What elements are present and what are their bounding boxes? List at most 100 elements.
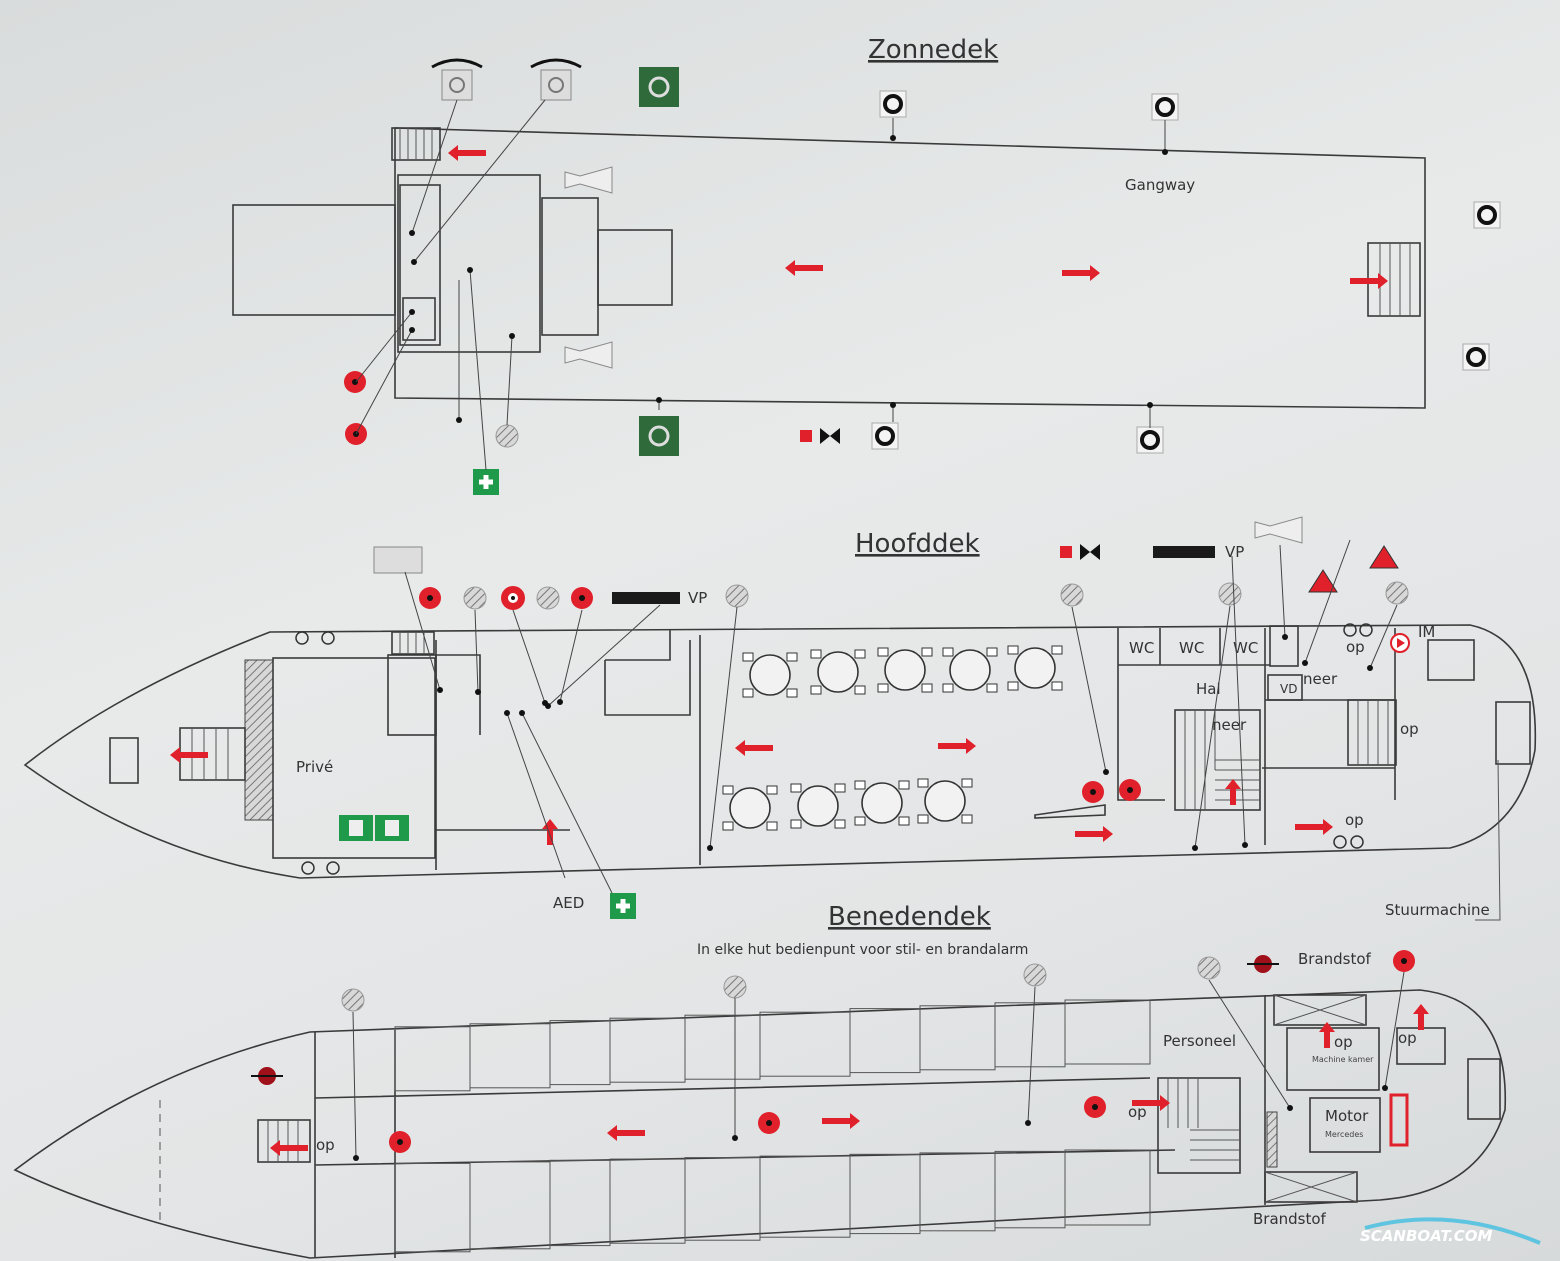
callout-leader [557, 609, 583, 705]
personeel-label: Personeel [1163, 1032, 1236, 1050]
op-mid-label: op [1128, 1103, 1147, 1121]
fuel-shutoff-icon [251, 1067, 283, 1085]
stuurmachine-leader [1475, 759, 1501, 921]
smoke-detector-icon [1023, 963, 1047, 987]
op-right-label: op [1398, 1029, 1417, 1047]
vd-label: VD [1280, 682, 1297, 696]
brandstof-top-label: Brandstof [1298, 950, 1372, 968]
cabin-port [684, 1157, 761, 1241]
stairs-bow-lower [257, 1119, 311, 1163]
cabin-port [1064, 1149, 1151, 1226]
dining-table [854, 780, 910, 826]
fire-alarm-icon [571, 587, 593, 609]
dining-table [917, 778, 973, 824]
wheelhouse [397, 174, 541, 353]
op-machine-label: op [1334, 1033, 1353, 1051]
brandstof-bottom-label: Brandstof [1253, 1210, 1327, 1228]
hoofddek-title: Hoofddek [855, 529, 980, 559]
callout-leader [467, 267, 487, 471]
cabin-port [394, 1162, 471, 1253]
bollard-icon [1359, 623, 1373, 637]
zonnedek-room [541, 197, 599, 336]
escape-arrow-right-icon [1132, 1095, 1170, 1111]
escape-arrow-left-icon [607, 1125, 645, 1141]
lifebuoy-icon [1136, 426, 1164, 454]
prive-corridor [387, 654, 437, 736]
callout-leader [519, 710, 613, 894]
bollard-icon [321, 631, 335, 645]
callout-leader [1147, 402, 1153, 428]
callout-leader [1279, 544, 1288, 640]
searchlight-icon [431, 58, 483, 101]
motor-block [1309, 1097, 1381, 1153]
bow-box [109, 737, 139, 784]
neer-label-1: neer [1212, 716, 1247, 734]
shutoff-valve-icon [1060, 544, 1100, 560]
shutoff-valve-icon [800, 428, 840, 444]
im-label: IM [1418, 623, 1435, 641]
callout-leader [512, 609, 548, 706]
callout-leader [890, 402, 896, 422]
fire-hose-icon [501, 586, 525, 610]
escape-arrow-vertical-icon [1225, 779, 1241, 805]
escape-arrow-vertical-icon [1413, 1004, 1429, 1030]
dining-table [742, 652, 798, 698]
wc-label-2: WC [1179, 639, 1204, 657]
callout-leader [1208, 979, 1293, 1111]
im-box [1427, 639, 1475, 681]
hoofddek-deck: Hoofddek Privé WC WC WC Hal [23, 529, 1537, 921]
benedendek-hull [13, 989, 1507, 1259]
smoke-detector-icon [723, 975, 747, 999]
escape-arrow-left-icon [735, 740, 773, 756]
smoke-detector-icon [536, 586, 560, 610]
callout-leader [890, 118, 896, 141]
first-aid-icon [610, 893, 636, 919]
safety-symbols [170, 58, 1501, 1161]
hoofddek-walls [435, 630, 701, 870]
stairs-prive [391, 631, 435, 655]
gangway-label: Gangway [1125, 176, 1195, 194]
benedendek-deck: Benedendek In elke hut bedienpunt voor s… [13, 902, 1507, 1259]
callout-leader [355, 309, 415, 383]
callout-leader [355, 327, 415, 435]
escape-arrow-left-icon [170, 747, 208, 763]
hatched-wall [244, 659, 274, 821]
smoke-detector-icon [341, 988, 365, 1012]
bollard-icon [1343, 623, 1357, 637]
callout-leader [1025, 986, 1036, 1126]
hatched-panel [1266, 1111, 1278, 1168]
warning-triangle-icon [1369, 545, 1399, 569]
smoke-detector-icon [1060, 583, 1084, 607]
cabin-starboard [1064, 999, 1151, 1065]
first-aid-icon [473, 469, 499, 495]
smoke-detector-icon [1385, 581, 1409, 605]
cabins [394, 999, 1151, 1253]
bollard-icon [1350, 835, 1364, 849]
smoke-detector-icon [463, 586, 487, 610]
cabin-starboard [469, 1023, 551, 1089]
vp-label-right: VP [1225, 543, 1244, 561]
callout-leader [1367, 604, 1398, 671]
horn-icon [564, 166, 613, 194]
emergency-exit-icon [375, 815, 409, 841]
scanboat-watermark-logo: SCANBOAT.COM [1360, 1217, 1541, 1245]
wc-label-3: WC [1233, 639, 1258, 657]
escape-arrow-vertical-icon [1319, 1022, 1335, 1048]
corridor-walls [314, 1030, 1176, 1258]
callout-leader [506, 333, 515, 426]
cabin-starboard [759, 1011, 851, 1077]
dining-table [877, 647, 933, 693]
fuel-shutoff-icon [1247, 955, 1279, 973]
escape-arrow-left-icon [448, 145, 486, 161]
machine-kamer-room [1286, 1027, 1380, 1091]
dining-table [1007, 645, 1063, 691]
cabin-port [469, 1161, 551, 1250]
vd-box [1267, 674, 1303, 701]
callout-leader [474, 609, 481, 695]
zonnedek-bow-block [232, 204, 396, 316]
zonnedek-outline [394, 127, 1426, 409]
callout-leader [1192, 605, 1231, 851]
escape-arrow-right-icon [1075, 826, 1113, 842]
brandstof-tank-top [1273, 994, 1367, 1026]
